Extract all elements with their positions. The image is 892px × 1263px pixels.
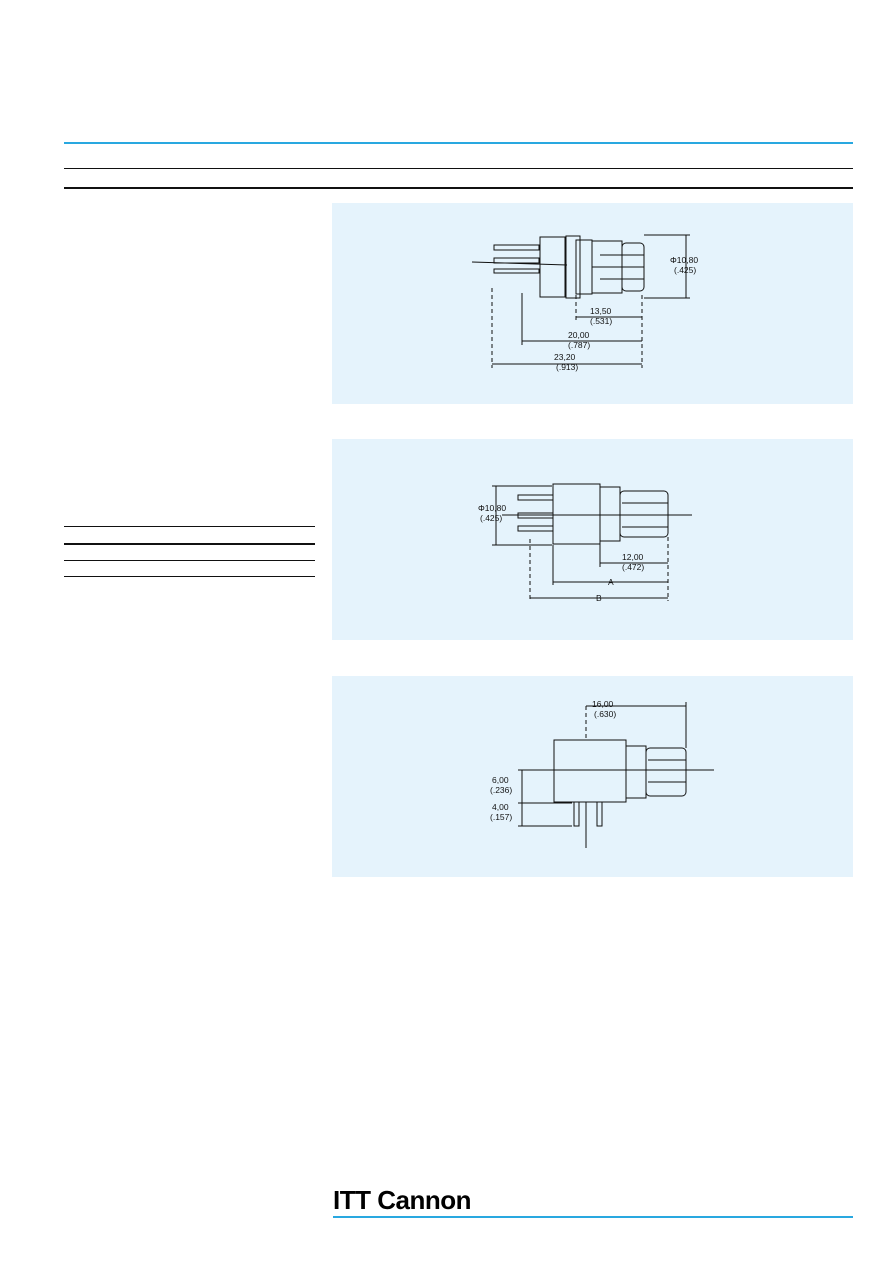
dim-label: Φ10,80 xyxy=(478,503,506,513)
drawing-panel-1: Φ10,80 (.425) 13,50 (.531) 20,00 (.787) … xyxy=(332,203,853,404)
table-rule xyxy=(64,560,315,561)
dim-label: (.913) xyxy=(556,362,578,372)
dim-label: B xyxy=(596,593,602,603)
footer-accent-rule xyxy=(333,1216,853,1218)
drawing-panel-2: Φ10,80 (.425) 12,00 (.472) A B xyxy=(332,439,853,640)
drawing-panel-3: 16,00 (.630) 6,00 (.236) 4,00 (.157) xyxy=(332,676,853,877)
dim-label: (.630) xyxy=(594,709,616,719)
dim-label: 4,00 xyxy=(492,802,509,812)
dim-label: (.787) xyxy=(568,340,590,350)
table-rule xyxy=(64,543,315,545)
dim-label: A xyxy=(608,577,614,587)
dim-label: 20,00 xyxy=(568,330,590,340)
dim-label: 13,50 xyxy=(590,306,612,316)
connector-drawing-straight: Φ10,80 (.425) 13,50 (.531) 20,00 (.787) … xyxy=(471,234,698,372)
dim-label: 12,00 xyxy=(622,552,644,562)
dim-label: 16,00 xyxy=(592,699,614,709)
dim-label: Φ10,80 xyxy=(670,255,698,265)
dim-label: (.472) xyxy=(622,562,644,572)
dim-label: (.425) xyxy=(674,265,696,275)
dim-label: (.157) xyxy=(490,812,512,822)
dim-label: 6,00 xyxy=(492,775,509,785)
header-rule-thin xyxy=(64,168,853,169)
table-rule xyxy=(64,526,315,527)
header-accent-rule xyxy=(64,142,853,144)
dim-label: 23,20 xyxy=(554,352,576,362)
table-rule xyxy=(64,576,315,577)
brand-logo: ITT Cannon xyxy=(333,1185,471,1215)
dim-label: (.531) xyxy=(590,316,612,326)
connector-drawing-pcb: Φ10,80 (.425) 12,00 (.472) A B xyxy=(478,483,692,603)
dim-label: (.425) xyxy=(480,513,502,523)
dim-label: (.236) xyxy=(490,785,512,795)
connector-drawing-right-angle: 16,00 (.630) 6,00 (.236) 4,00 (.157) xyxy=(490,699,714,848)
header-rule-thick xyxy=(64,187,853,189)
